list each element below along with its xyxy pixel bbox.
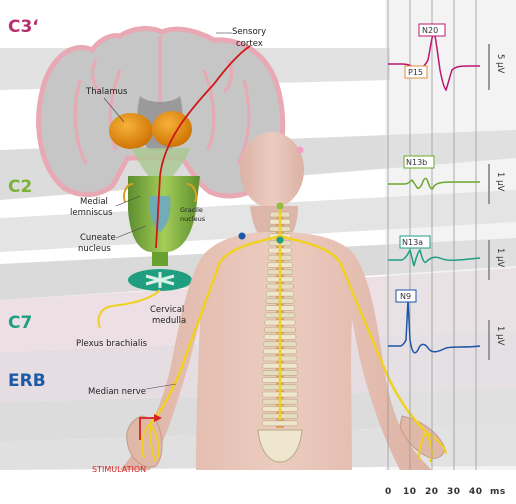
scale-c2: 1 µV — [495, 172, 505, 192]
thalamus-left — [109, 113, 153, 149]
label-cuneate-nucleus-2: nucleus — [78, 244, 111, 254]
peak-n9: N9 — [400, 292, 411, 301]
time-unit: ms — [490, 487, 506, 497]
label-median-nerve: Median nerve — [88, 387, 146, 397]
level-label-erb: ERB — [8, 371, 46, 391]
peak-n13b: N13b — [406, 158, 427, 167]
time-tick-0: 0 — [385, 487, 392, 497]
time-tick-20: 20 — [425, 487, 439, 497]
electrode-c2 — [277, 203, 284, 210]
label-plexus-brachialis: Plexus brachialis — [76, 339, 148, 349]
electrode-erb — [239, 233, 246, 240]
level-label-c3: C3‘ — [8, 17, 39, 37]
label-sensory-cortex-2: cortex — [236, 39, 263, 49]
scale-erb: 1 µV — [495, 326, 505, 346]
electrode-c7 — [277, 237, 284, 244]
label-cuneate-nucleus-1: Cuneate — [80, 233, 116, 243]
vertebra — [262, 421, 297, 426]
electrode-c3 — [297, 147, 304, 154]
level-label-c7: C7 — [8, 313, 32, 333]
time-tick-10: 10 — [403, 487, 417, 497]
intervertebral-disc — [276, 426, 284, 428]
label-stimulation: STIMULATION — [92, 465, 146, 474]
label-sensory-cortex-1: Sensory — [232, 27, 266, 37]
label-gracile-nucleus-2: nucleus — [180, 215, 206, 223]
label-thalamus: Thalamus — [85, 87, 128, 97]
time-tick-30: 30 — [447, 487, 461, 497]
label-medial-lemniscus-2: lemniscus — [70, 208, 113, 218]
label-medial-lemniscus-1: Medial — [80, 197, 108, 207]
label-cervical-medulla-1: Cervical — [150, 305, 184, 315]
peak-p15: P15 — [408, 68, 423, 77]
label-gracile-nucleus-1: Gracile — [180, 206, 203, 214]
scale-c3: 5 µV — [495, 54, 505, 74]
scale-c7: 1 µV — [495, 248, 505, 268]
label-cervical-medulla-2: medulla — [152, 316, 186, 326]
time-tick-40: 40 — [469, 487, 483, 497]
peak-n20: N20 — [422, 26, 438, 35]
level-label-c2: C2 — [8, 177, 32, 197]
peak-n13a: N13a — [402, 238, 423, 247]
